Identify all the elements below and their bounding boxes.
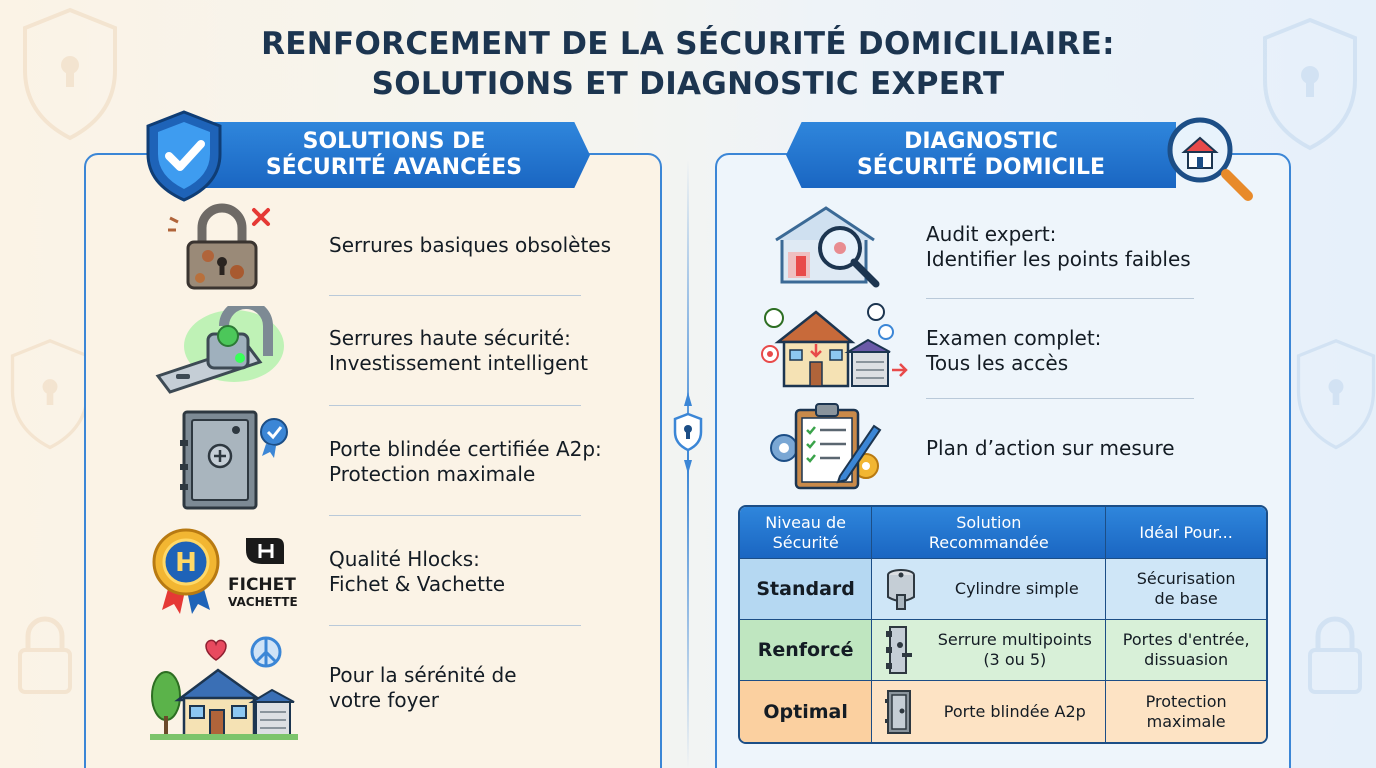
- separator: [329, 625, 581, 626]
- table-row: Optimal Porte blindée A2p Protection: [740, 681, 1266, 742]
- table-header-level: Niveau de Sécurité: [740, 507, 873, 559]
- solution-item-4: Qualité Hlocks: Fichet & Vachette: [329, 547, 506, 596]
- armored-door-small-icon: [885, 689, 912, 734]
- level-cell: Optimal: [740, 681, 873, 742]
- solution-item-1: Serrures basiques obsolètes: [329, 233, 612, 257]
- house-search-icon: [1167, 117, 1253, 201]
- armored-door-icon: [180, 410, 288, 510]
- separator: [926, 398, 1194, 399]
- solution-item-2: Serrures haute sécurité: Investissement …: [329, 326, 588, 375]
- table-header-ideal: Idéal Pour...: [1106, 507, 1266, 559]
- solution-item-3: Porte blindée certifiée A2p: Protection …: [329, 437, 602, 486]
- solutions-banner-line2: SÉCURITÉ AVANCÉES: [265, 155, 523, 180]
- page-title-line2: SOLUTIONS ET DIAGNOSTIC EXPERT: [371, 66, 1005, 102]
- diagnostic-item-1: Audit expert: Identifier les points faib…: [926, 222, 1191, 271]
- separator: [329, 405, 581, 406]
- solutions-banner-line1: SOLUTIONS DE: [302, 129, 486, 154]
- diagnostic-banner-line1: DIAGNOSTIC: [904, 129, 1058, 154]
- diagnostic-banner: DIAGNOSTIC SÉCURITÉ DOMICILE: [786, 122, 1176, 188]
- background-shield-keyhole-icon: [1263, 17, 1357, 151]
- background-padlock-icon: [18, 616, 72, 694]
- solution-item-5: Pour la sérénité de votre foyer: [329, 663, 517, 712]
- ideal-cell: Sécurisation de base: [1106, 559, 1266, 620]
- fichet-vachette-logo: FICHET VACHETTE: [228, 538, 298, 609]
- multipoint-lock-icon: [886, 626, 913, 674]
- cylinder-icon: [887, 569, 916, 610]
- solution-cell: Cylindre simple: [872, 559, 1107, 620]
- separator: [329, 515, 581, 516]
- table-row: Standard Cylindre simple Sécurisation: [740, 559, 1266, 620]
- solution-cell: Serrure multipoints (3 ou 5): [872, 620, 1107, 681]
- house-inspection-icon: [761, 303, 908, 388]
- ideal-cell: Protection maximale: [1106, 681, 1266, 742]
- svg-text:VACHETTE: VACHETTE: [228, 595, 298, 609]
- hlocks-badge-icon: H: [152, 528, 220, 614]
- svg-text:FICHET: FICHET: [228, 575, 296, 595]
- solution-cell: Porte blindée A2p: [872, 681, 1107, 742]
- separator: [926, 298, 1194, 299]
- level-cell: Renforcé: [740, 620, 873, 681]
- rusty-padlock-icon: [168, 203, 270, 290]
- background-shield-keyhole-icon: [23, 7, 117, 141]
- solutions-banner: SOLUTIONS DE SÉCURITÉ AVANCÉES: [198, 122, 590, 188]
- svg-text:H: H: [175, 548, 197, 578]
- diagnostic-banner-line2: SÉCURITÉ DOMICILE: [856, 155, 1106, 180]
- diagnostic-item-3: Plan d’action sur mesure: [926, 436, 1175, 460]
- table-header-solution: Solution Recommandée: [872, 507, 1107, 559]
- separator: [329, 295, 581, 296]
- clipboard-plan-icon: [770, 403, 882, 490]
- background-padlock-icon: [1308, 616, 1362, 694]
- ideal-cell: Portes d'entrée, dissuasion: [1106, 620, 1266, 681]
- table-header-row: Niveau de Sécurité Solution Recommandée …: [740, 507, 1266, 559]
- house-magnifier-icon: [775, 206, 880, 288]
- page-title: RENFORCEMENT DE LA SÉCURITÉ DOMICILIAIRE…: [0, 24, 1376, 104]
- table-row: Renforcé Serrure multipoints (3 ou 5) Po…: [740, 620, 1266, 681]
- center-keyhole-shield-icon: [673, 392, 703, 474]
- high-security-lock-icon: [155, 306, 284, 394]
- diagnostic-item-2: Examen complet: Tous les accès: [926, 326, 1102, 375]
- solutions-panel: [84, 153, 662, 768]
- security-level-table: Niveau de Sécurité Solution Recommandée …: [738, 505, 1268, 744]
- house-heart-icon: [150, 636, 298, 740]
- page-title-line1: RENFORCEMENT DE LA SÉCURITÉ DOMICILIAIRE…: [261, 26, 1115, 62]
- shield-check-icon: [146, 110, 222, 202]
- level-cell: Standard: [740, 559, 873, 620]
- background-shield-keyhole-icon: [1296, 339, 1376, 450]
